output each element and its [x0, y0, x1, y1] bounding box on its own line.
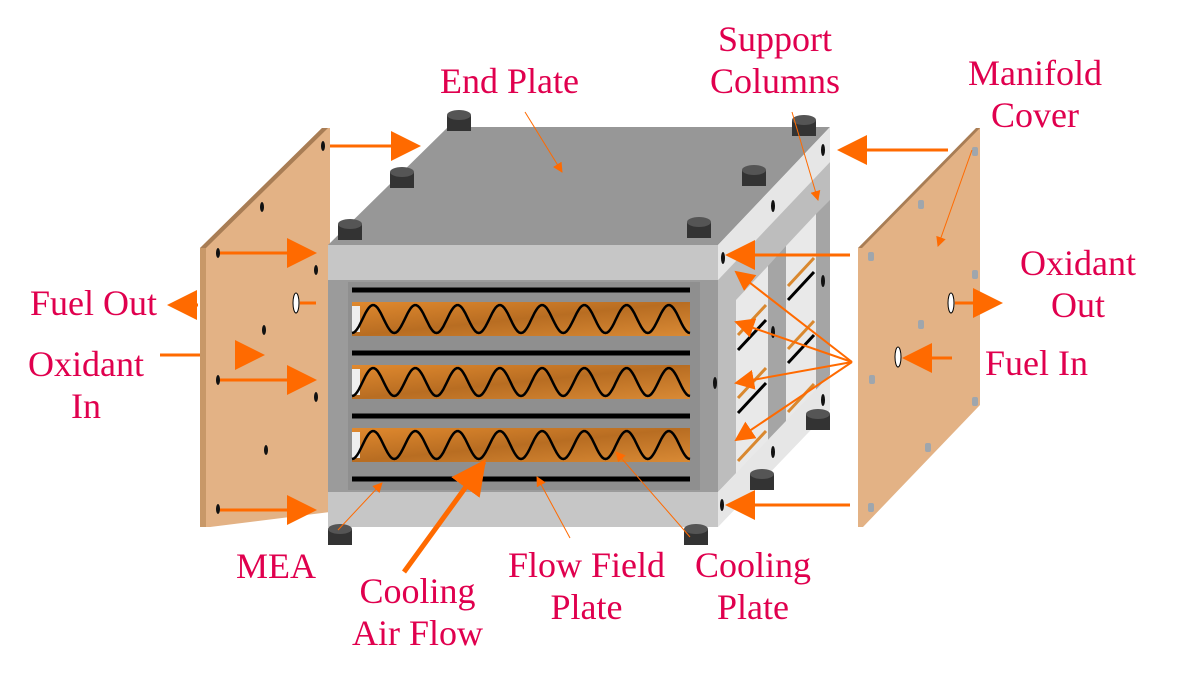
bolt	[328, 524, 352, 545]
label-oxidant-in-line1: Oxidant	[28, 344, 144, 384]
flow-field-wave	[351, 429, 691, 461]
label-oxidant-in-line2: In	[70, 386, 101, 426]
label-cooling-air-flow: Cooling Air Flow	[352, 570, 483, 654]
label-manifold-cover-line1: Manifold	[968, 53, 1102, 93]
oxidant-in-port	[239, 344, 247, 366]
arrow-end-plate	[524, 111, 563, 173]
label-support-columns-line1: Support	[718, 19, 833, 59]
label-end-plate: End Plate	[440, 61, 579, 101]
bolt	[390, 167, 414, 188]
label-fuel-out: Fuel Out	[30, 283, 158, 323]
bolt	[684, 524, 708, 545]
arrow-mea	[337, 482, 383, 531]
label-support-columns: Support Columns	[710, 18, 840, 102]
cooling-channel	[351, 365, 691, 399]
label-cooling-plate-line1: Cooling	[695, 545, 812, 585]
label-oxidant-out-line2: Out	[1050, 285, 1105, 325]
bolt	[447, 110, 471, 131]
label-cooling-plate: Cooling Plate	[695, 544, 811, 628]
label-flow-field-plate-line2: Plate	[550, 587, 623, 627]
bolt	[750, 469, 774, 490]
arrow-cooling-plate-4	[734, 361, 853, 442]
label-cooling-air-flow-line2: Air Flow	[352, 613, 484, 653]
flow-field-wave	[351, 303, 691, 335]
arrow-cooling-air-flow	[401, 459, 487, 574]
fuel-out-port	[292, 292, 300, 314]
arrow-support-columns	[791, 111, 821, 201]
flow-arrows	[160, 111, 1003, 574]
label-fuel-in: Fuel In	[985, 343, 1088, 383]
arrow-cooling-plate	[615, 451, 691, 538]
oxidant-out-port	[947, 292, 955, 314]
cooling-channel	[351, 428, 691, 462]
bolt	[806, 409, 830, 430]
arrow-manifold-cover	[936, 149, 973, 247]
label-manifold-cover: Manifold Cover	[968, 52, 1102, 136]
fuel-in-port	[894, 346, 902, 368]
label-cooling-plate-line2: Plate	[717, 587, 789, 627]
label-oxidant-out-line1: Oxidant	[1020, 243, 1136, 283]
label-flow-field-plate: Flow Field Plate	[508, 544, 665, 628]
arrow-cooling-plate-1	[734, 270, 853, 363]
label-oxidant-out: Oxidant Out	[1020, 242, 1136, 326]
arrow-cooling-plate-3	[734, 361, 853, 390]
right-manifold-cover	[858, 128, 980, 527]
left-manifold-cover	[200, 128, 330, 527]
label-mea: MEA	[236, 546, 316, 586]
cooling-channel	[351, 302, 691, 336]
flow-field-wave	[351, 366, 691, 398]
bolt	[742, 165, 766, 186]
tie-bolts	[328, 110, 830, 545]
bolt	[687, 217, 711, 238]
arrow-cooling-plate-2	[734, 318, 853, 363]
arrow-flow-field-plate	[536, 476, 571, 539]
label-support-columns-line2: Columns	[710, 61, 841, 101]
label-manifold-cover-line2: Cover	[991, 95, 1079, 135]
stack-body	[328, 162, 830, 492]
label-cooling-air-flow-line1: Cooling	[359, 571, 476, 611]
label-oxidant-in: Oxidant In	[28, 343, 144, 427]
label-flow-field-plate-line1: Flow Field	[508, 545, 666, 585]
bolt	[338, 219, 362, 240]
